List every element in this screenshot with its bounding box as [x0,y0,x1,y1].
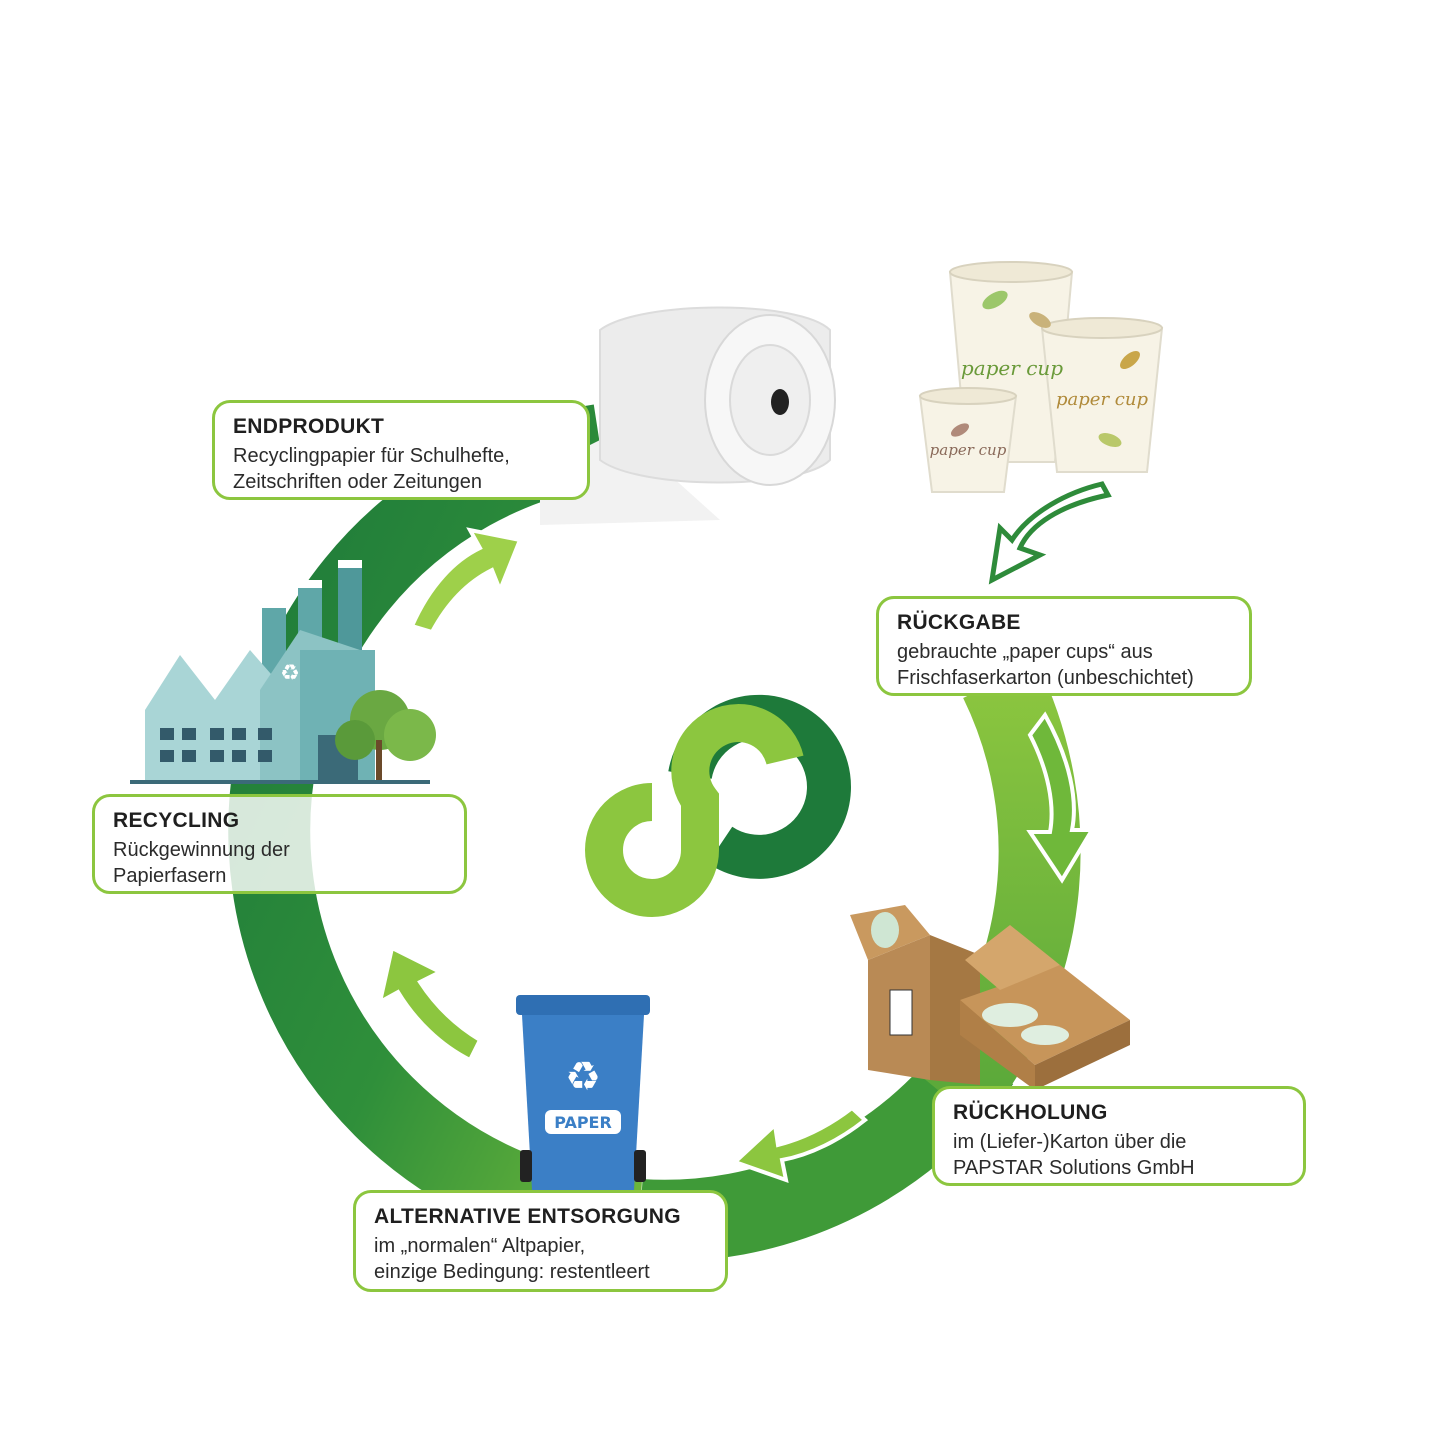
cup-text-large: paper cup [961,356,1063,380]
cup-text-small: paper cup [930,441,1007,459]
bin-label: PAPER [554,1113,612,1132]
step-endprodukt-line-2: Zeitschriften oder Zeitungen [233,471,483,493]
step-alternative: ALTERNATIVE ENTSORGUNG im „normalen“ Alt… [353,1190,728,1292]
step-alternative-line-1: im „normalen“ Altpapier, [374,1235,586,1257]
cup-text-right: paper cup [1056,389,1148,410]
svg-text:♻: ♻ [280,661,300,686]
step-endprodukt: ENDPRODUKT Recyclingpapier für Schulheft… [212,400,590,500]
step-rueckgabe-line-1: gebrauchte „paper cups“ aus [897,641,1153,663]
step-endprodukt-title: ENDPRODUKT [233,415,385,438]
step-rueckholung-line-1: im (Liefer-)Karton über die [953,1131,1187,1153]
step-recycling: RECYCLING Rückgewinnung der Papierfasern [92,794,467,894]
papstar-p-logo-icon [585,694,851,917]
step-recycling-line-2: Papierfasern [113,865,227,887]
paper-cups-icon: paper cup paper cup paper cup [918,261,1164,493]
step-rueckgabe: RÜCKGABE gebrauchte „paper cups“ aus Fri… [876,596,1252,696]
recycling-bin-icon: ♻ PAPER [516,995,650,1190]
step-rueckholung-title: RÜCKHOLUNG [953,1101,1108,1124]
step-endprodukt-line-1: Recyclingpapier für Schulhefte, [233,445,510,467]
paper-roll-icon [540,306,836,525]
step-alternative-line-2: einzige Bedingung: restentleert [374,1261,650,1283]
step-alternative-title: ALTERNATIVE ENTSORGUNG [374,1205,681,1228]
svg-text:♻: ♻ [565,1054,601,1100]
step-recycling-line-1: Rückgewinnung der [113,839,290,861]
arrow-return-icon [988,481,1112,585]
step-rueckgabe-line-2: Frischfaserkarton (unbeschichtet) [897,667,1194,689]
cycle-arrows [377,481,1112,1184]
step-rueckholung: RÜCKHOLUNG im (Liefer-)Karton über die P… [932,1086,1306,1186]
arrow-left-icon [731,1105,869,1184]
step-rueckholung-line-2: PAPSTAR Solutions GmbH [953,1157,1195,1179]
arrow-up-right-icon [409,527,523,635]
step-rueckgabe-title: RÜCKGABE [897,611,1021,634]
cardboard-box-icon [850,905,1130,1090]
arrow-down-icon [1026,711,1096,884]
arrow-up-left-icon [377,945,483,1063]
step-recycling-title: RECYCLING [113,809,240,832]
factory-icon: ♻ [130,560,436,784]
